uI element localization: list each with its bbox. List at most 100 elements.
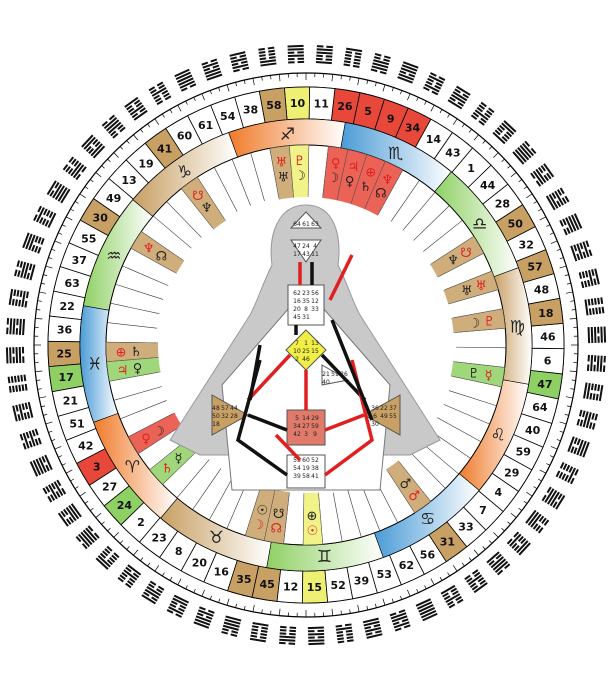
hexagram-icon (486, 551, 510, 575)
center-gate-label: 21 (322, 371, 330, 378)
design-planet-icon: ♇ (294, 154, 306, 169)
gate-number: 3 (93, 460, 101, 473)
gate-number: 30 (93, 212, 109, 225)
center-gate-label: 14 (302, 415, 310, 422)
hexagram-icon (279, 626, 296, 645)
center-gate-label: 17 (293, 251, 301, 258)
gate-number: 60 (177, 130, 193, 143)
center-gate-label: 6 (373, 413, 377, 420)
gate-number: 7 (479, 504, 487, 517)
center-gate-label: 16 (293, 298, 301, 305)
center-gate-label: 60 (302, 457, 310, 464)
personality-planet-icon: ♆ (201, 201, 213, 216)
hexagram-icon (546, 188, 570, 211)
hexagram-icon (96, 546, 120, 570)
gate-number: 29 (504, 466, 519, 479)
hexagram-icon (12, 402, 33, 422)
gate-number: 45 (259, 578, 274, 591)
gate-number: 8 (175, 545, 183, 558)
hexagram-icon (30, 455, 53, 477)
center-gate-label: 58 (302, 473, 310, 480)
hexagram-icon (512, 141, 536, 165)
hexagram-icon (81, 135, 105, 159)
center-gate-label: 50 (212, 413, 220, 420)
center-gate-label: 33 (311, 306, 319, 313)
hexagram-icon (397, 61, 418, 83)
zodiac-sign-icon: ♑ (177, 162, 192, 182)
hexagram-icon (201, 59, 222, 81)
gate-number: 18 (538, 307, 553, 320)
design-planet-icon: ♆ (143, 242, 155, 257)
gate-number: 52 (330, 579, 345, 592)
center-gate-label: 28 (230, 413, 238, 420)
center-gate-label: 8 (304, 306, 308, 313)
hexagram-icon (371, 53, 391, 75)
gate-number: 23 (151, 531, 166, 544)
center-gate-label: 39 (293, 473, 301, 480)
center-gate-label: 34 (293, 423, 301, 430)
hexagram-icon (250, 622, 269, 642)
center-gate-label: 47 (293, 243, 301, 250)
zodiac-sign-icon: ♉ (209, 528, 224, 548)
zodiac-sign-icon: ♓ (87, 354, 102, 374)
hexagram-icon (525, 510, 549, 534)
personality-planet-icon: ♅ (278, 171, 290, 186)
hexagram-icon (441, 585, 464, 609)
gate-number: 1 (467, 162, 475, 175)
center-gate-label: 23 (302, 290, 310, 297)
hexagram-icon (416, 598, 438, 621)
gate-number: 49 (106, 192, 121, 205)
center-gate-label: 49 (380, 413, 388, 420)
center-gate-label: 9 (313, 431, 317, 438)
personality-planet-icon: ♂ (399, 477, 411, 492)
center-gate-label: 38 (311, 465, 319, 472)
gate-number: 38 (243, 103, 258, 116)
hexagram-icon (530, 163, 554, 187)
gate-number: 14 (426, 133, 442, 146)
hexagram-icon (141, 581, 164, 605)
design-planet-icon: ♃ (348, 160, 360, 175)
gate-number: 31 (440, 535, 455, 548)
hexagram-icon (20, 429, 42, 450)
design-planet-icon: ☉ (307, 524, 319, 539)
zodiac-sign-icon: ♏ (388, 144, 403, 164)
hexagram-icon (507, 531, 531, 555)
design-planet-icon: ♀ (331, 156, 341, 171)
design-planet-icon: ♃ (117, 364, 129, 379)
hexagram-icon (76, 525, 100, 549)
center-gate-label: 41 (311, 473, 319, 480)
gate-number: 32 (519, 239, 534, 252)
gate-number: 64 (532, 401, 548, 414)
hexagram-icon (588, 327, 607, 344)
center-gate-label: 32 (221, 413, 229, 420)
personality-planet-icon: ☽ (327, 171, 339, 186)
center-gate-label: 54 (293, 465, 301, 472)
design-planet-icon: ☋ (460, 246, 472, 261)
design-planet-icon: ♅ (475, 279, 487, 294)
center-gate-label: 42 (293, 431, 301, 438)
gate-number: 39 (354, 575, 369, 588)
center-gate-label: 31 (302, 314, 310, 321)
hexagram-icon (229, 51, 249, 72)
hexagram-icon (58, 503, 82, 527)
gate-number: 2 (137, 516, 145, 529)
hexagram-icon (448, 86, 471, 110)
zodiac-sign-icon: ♍ (510, 318, 525, 338)
hexagram-icon (584, 297, 604, 315)
personality-planet-icon: ♀ (133, 362, 143, 377)
hexagram-icon (63, 157, 87, 181)
center-gate-label: 29 (311, 415, 319, 422)
personality-planet-icon: ☉ (257, 503, 269, 518)
center-gate-label: 25 (302, 348, 310, 355)
gate-number: 54 (220, 110, 236, 123)
center-gate-label: 3 (304, 431, 308, 438)
personality-planet-icon: ☽ (294, 169, 306, 184)
hexagram-icon (6, 318, 25, 335)
center-gate-label: 11 (311, 251, 319, 258)
hexagram-icon (124, 97, 148, 121)
center-gate-label: 13 (311, 340, 319, 347)
zodiac-sign-icon: ♒ (106, 246, 121, 266)
hexagram-icon (33, 206, 56, 228)
hexagram-icon (363, 618, 383, 639)
